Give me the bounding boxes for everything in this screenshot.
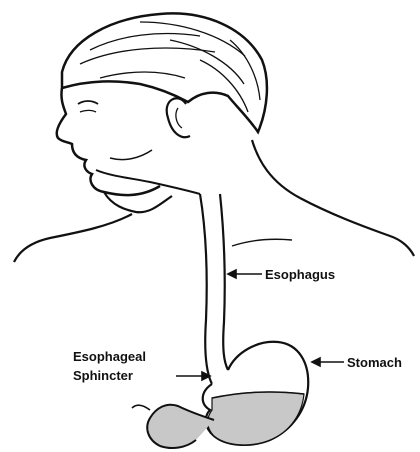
stomach-contents bbox=[208, 392, 304, 445]
jaw-line bbox=[110, 150, 152, 160]
eye bbox=[78, 101, 98, 104]
label-sphincter-line2: Sphincter bbox=[73, 368, 133, 383]
collarbone bbox=[232, 239, 292, 246]
esophagus-right-wall bbox=[220, 194, 228, 370]
esophagus-left-wall bbox=[200, 194, 212, 384]
arrow-esophagus bbox=[228, 270, 262, 278]
duodenum bbox=[147, 405, 214, 448]
neck-back bbox=[252, 140, 300, 198]
eye-lid bbox=[80, 111, 96, 113]
arrow-sphincter bbox=[176, 372, 210, 380]
right-shoulder bbox=[300, 198, 414, 256]
left-shoulder bbox=[14, 214, 132, 262]
label-esophagus: Esophagus bbox=[265, 267, 335, 282]
label-stomach: Stomach bbox=[347, 355, 402, 370]
face-profile bbox=[57, 88, 160, 195]
label-sphincter-line1: Esophageal bbox=[73, 349, 146, 364]
arrow-stomach bbox=[312, 358, 344, 366]
ear-inner bbox=[176, 108, 182, 128]
intestine-end bbox=[132, 405, 150, 410]
ear bbox=[167, 98, 190, 137]
